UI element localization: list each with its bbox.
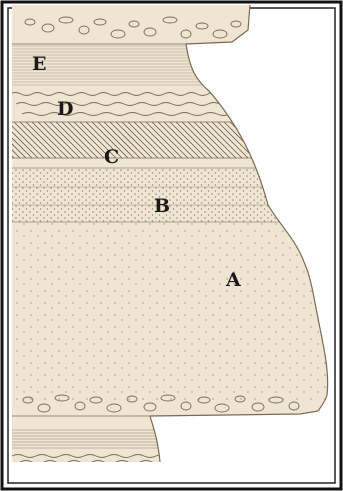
layer-label-c: C [104,146,119,168]
layer-label-e: E [32,53,46,75]
layer-a-fill [0,222,343,402]
layer-label-d: D [57,98,73,120]
layer-label-b: B [154,195,170,217]
layer-label-a: A [225,269,241,291]
